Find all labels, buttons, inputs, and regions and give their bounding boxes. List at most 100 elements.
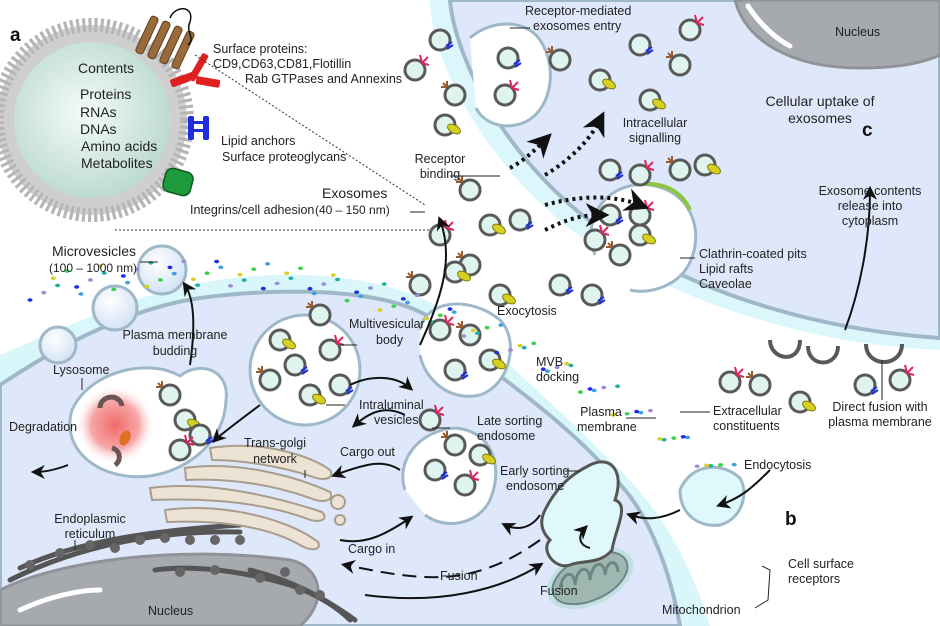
panel-b-label: b xyxy=(785,509,797,530)
early-endosome-label-2: endosome xyxy=(506,479,565,493)
ligand-icon xyxy=(802,400,816,412)
receptor-icon xyxy=(606,241,613,248)
extracellular-constituent xyxy=(260,286,266,291)
extracellular-constituent xyxy=(377,308,383,312)
degradation-label: Degradation xyxy=(9,420,78,434)
extracellular-constituent xyxy=(87,278,93,282)
exosome-vesicle xyxy=(188,423,212,447)
extracellular-constituent xyxy=(120,274,126,278)
extracellular-constituent xyxy=(470,328,476,333)
exosome-vesicle xyxy=(668,53,692,77)
extracellular-constituent xyxy=(97,264,103,268)
exosome-vesicle xyxy=(496,46,520,70)
exosome-vesicle xyxy=(580,283,604,307)
extracellular-constituent xyxy=(451,310,457,314)
extracellular-constituent xyxy=(540,367,546,372)
extracellular-constituent xyxy=(694,464,700,469)
extracellular-constituent xyxy=(311,291,317,296)
extracellular-constituent xyxy=(447,307,453,311)
extracellular-constituent xyxy=(685,435,691,440)
extracellular-constituent xyxy=(498,323,504,327)
extracellular-constituent xyxy=(330,273,336,277)
receptor-icon xyxy=(597,296,606,305)
extracellular-constituent xyxy=(475,331,481,335)
exosome-vesicle xyxy=(598,203,622,227)
extracellular-constituent xyxy=(494,350,500,355)
contents-item: Amino acids xyxy=(81,138,158,154)
fusion-label-2: Fusion xyxy=(540,584,578,598)
exosome-vesicle xyxy=(458,178,482,202)
receptor-icon xyxy=(469,469,480,481)
extracellular-constituent xyxy=(568,363,574,368)
release-label-1: Exosome contents xyxy=(818,184,922,198)
ligand-icon xyxy=(282,338,296,350)
extracellular-constituent xyxy=(391,304,397,309)
mvb-label-2: body xyxy=(376,333,404,347)
cargo-in-label: Cargo in xyxy=(348,542,396,556)
receptor-icon xyxy=(440,471,449,480)
extracellular-constituent xyxy=(144,284,150,289)
extracellular-constituent xyxy=(624,411,630,416)
release-label-3: cytoplasm xyxy=(841,214,899,228)
release-label-2: release into xyxy=(837,199,903,213)
extracellular-constituent xyxy=(545,369,551,374)
tetraspanin-icon xyxy=(135,15,195,70)
extracellular-constituent xyxy=(55,283,61,288)
extracellular-constituent xyxy=(125,280,131,285)
pm-budding-label-1: Plasma membrane xyxy=(122,328,228,342)
ligand-icon xyxy=(492,223,506,235)
receptor-icon xyxy=(734,366,745,378)
intracellular-label-1: Intracellular xyxy=(622,116,688,130)
early-sorting-endosome xyxy=(540,460,624,568)
microvesicles-size: (100 – 1000 nm) xyxy=(49,261,138,275)
extracellular-constituent xyxy=(671,436,677,440)
extracellular-constituent xyxy=(521,345,527,350)
exosome-vesicle xyxy=(583,228,607,252)
panel-c-label: c xyxy=(862,120,873,141)
contents-item: Metabolites xyxy=(81,155,153,171)
extracellular-constituent xyxy=(591,388,597,393)
integrins-label: Integrins/cell adhesion xyxy=(190,203,315,217)
extracellular-constituent xyxy=(101,271,107,275)
exosome-vesicle xyxy=(158,383,182,407)
exosome-vesicle xyxy=(423,458,447,482)
extracellular-constituent xyxy=(657,437,663,441)
exosome-vesicle xyxy=(283,353,307,377)
exocytosis-arrow xyxy=(419,216,450,346)
mvb-to-docking-arrow xyxy=(349,376,414,391)
intracellular-label-2: signalling xyxy=(628,131,682,145)
extracellular-constituent xyxy=(680,435,686,439)
extracellular-constituent xyxy=(731,462,737,467)
ligand-icon xyxy=(502,293,516,305)
extracellular-constituent xyxy=(484,325,490,330)
extracellular-constituent xyxy=(171,271,177,276)
receptor-icon xyxy=(445,41,454,50)
extracellular-constituent xyxy=(134,267,140,272)
receptor-icon xyxy=(306,301,313,308)
extracellular-constituent xyxy=(78,292,84,296)
receptor-icon xyxy=(205,436,214,445)
ligand-icon xyxy=(492,358,506,370)
exosome-vesicle xyxy=(443,358,467,382)
extracellular-constituent xyxy=(344,298,350,303)
receptor-icon xyxy=(546,46,553,53)
pm-label-1: Plasma xyxy=(580,405,622,419)
exosome-vesicle xyxy=(508,208,532,232)
vesicle-layer xyxy=(27,14,915,497)
receptor-icon xyxy=(441,81,448,88)
ligand-icon xyxy=(707,163,721,175)
extracellular-constituent xyxy=(554,365,560,370)
extracellular-constituent xyxy=(615,384,621,389)
extracellular-constituent xyxy=(335,277,341,282)
extracellular-constituent xyxy=(214,259,220,264)
pm-budding-label-2: budding xyxy=(152,344,198,358)
trans-golgi-network xyxy=(148,444,346,551)
receptor-icon xyxy=(419,54,430,66)
mvb-docking-label-2: docking xyxy=(536,370,580,384)
extracellular-constituent xyxy=(564,361,570,366)
exosome-vesicle xyxy=(888,368,912,392)
receptor-icon xyxy=(565,286,574,295)
extracellular-constituent xyxy=(717,463,723,467)
integrin-icon xyxy=(162,167,194,197)
uptake-title-2: exosomes xyxy=(788,110,852,126)
